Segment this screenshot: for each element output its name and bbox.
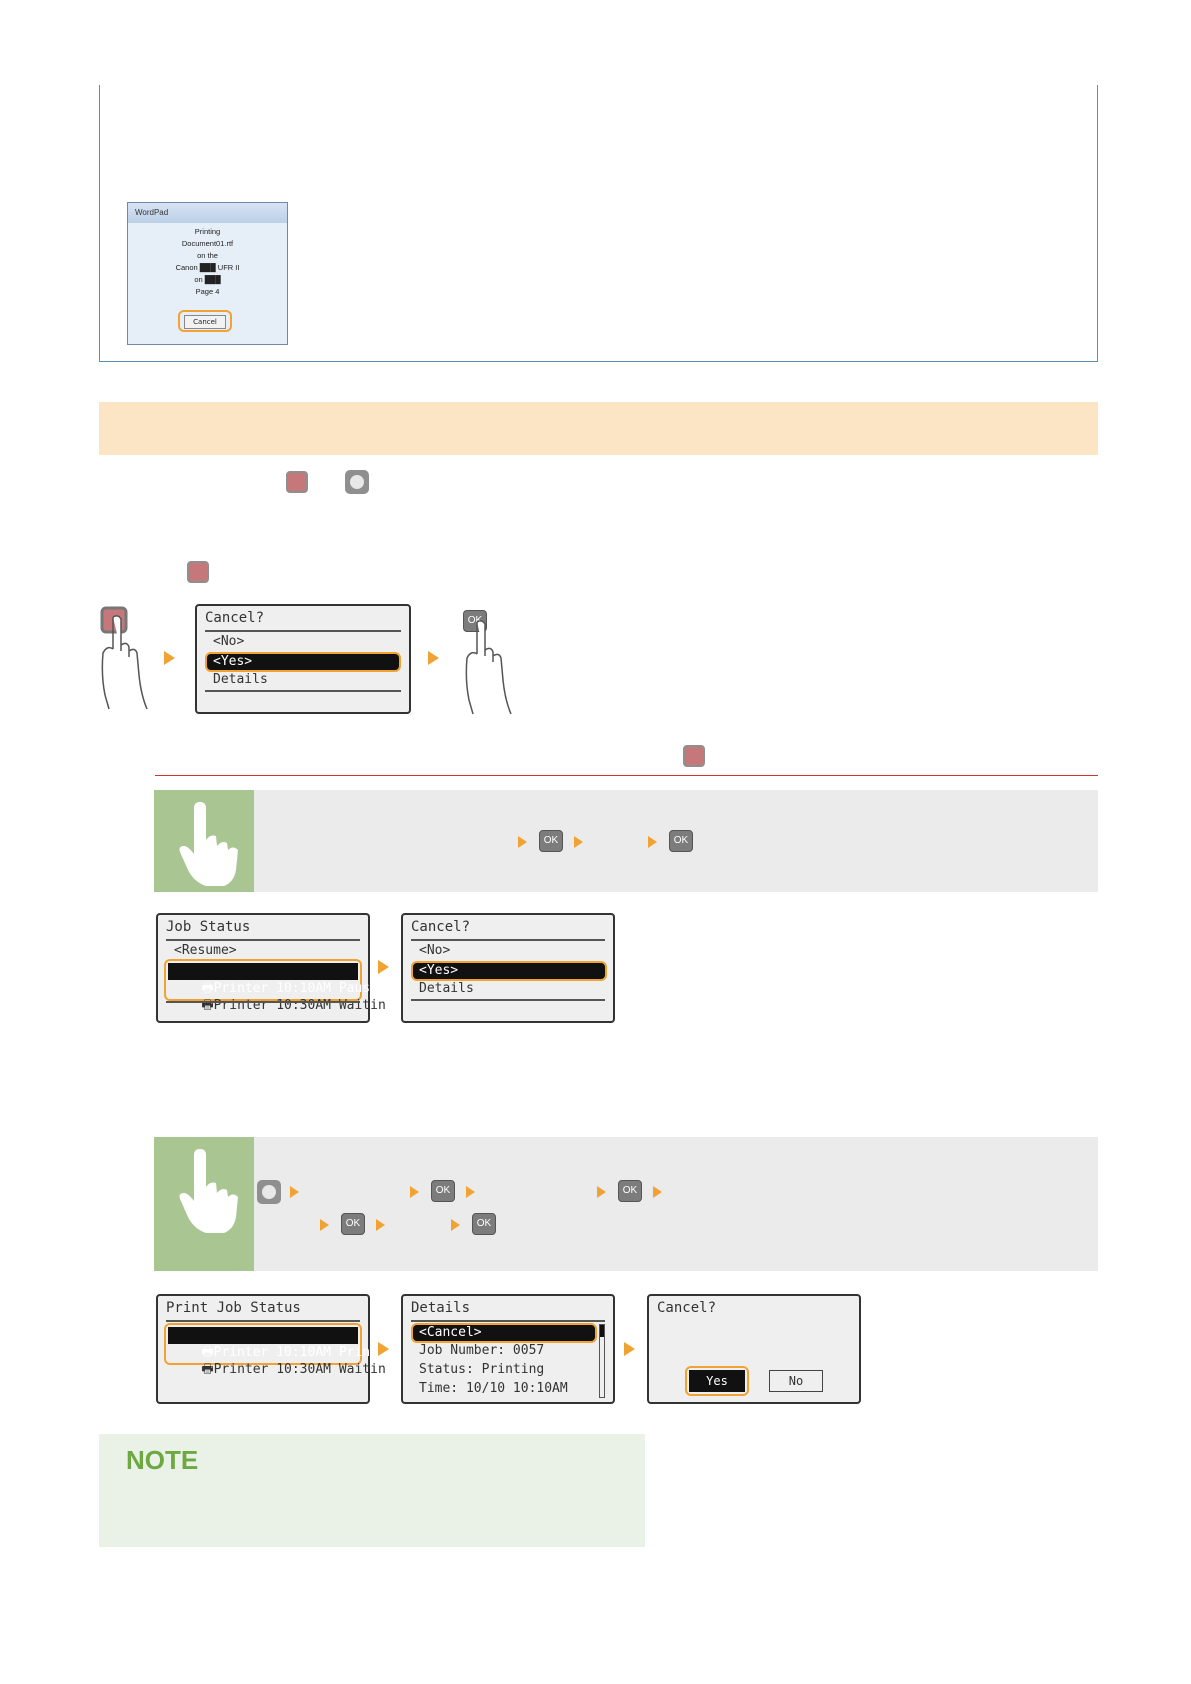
selection-highlight [164, 959, 362, 1001]
lcd-title: Job Status [166, 919, 251, 935]
lcd-option-yes-selected: <Yes> [205, 652, 401, 672]
step-arrow-icon [320, 1219, 329, 1231]
wordpad-dialog-body: Printing Document01.rtf on the Canon ███… [128, 223, 287, 298]
step-arrow-icon [466, 1186, 475, 1198]
step-arrow-icon [164, 651, 175, 665]
step-arrow-icon [378, 960, 389, 974]
joystick-key-icon [345, 470, 369, 494]
job-row-text: Printer 10:30AM Waitin [213, 1362, 386, 1377]
job-row: 🖶Printer 10:30AM Waitin [170, 981, 385, 1033]
details-row: Time: 10/10 10:10AM [419, 1381, 568, 1396]
wordpad-line: Printing [194, 227, 221, 236]
lcd-job-status-screen: Job Status <Resume> 🖶Printer 10:10AM Pau… [156, 913, 386, 1023]
ok-key-icon: OK [539, 830, 563, 852]
lcd-cancel-screen: Cancel? <No> <Yes> Details [401, 913, 615, 1023]
printer-icon: 🖶 [201, 981, 214, 996]
lcd-title: Details [411, 1300, 471, 1316]
top-info-box [99, 85, 1098, 362]
job-row-text: Printer 10:10AM Printi [213, 1345, 386, 1360]
ok-key-icon: OK [669, 830, 693, 852]
wordpad-line: on ███ [194, 275, 221, 284]
step-arrow-icon [653, 1186, 662, 1198]
lcd-divider [411, 1320, 605, 1322]
wordpad-line: Page 4 [195, 287, 220, 296]
lcd-scrollbar [599, 1324, 605, 1398]
hand-icon-box [154, 790, 254, 892]
step-arrow-icon [597, 1186, 606, 1198]
ok-key-icon: OK [618, 1180, 642, 1202]
lcd-divider [205, 630, 401, 632]
step-arrow-icon [378, 1342, 389, 1356]
confirm-yes-button: Yes [689, 1370, 745, 1392]
hand-icon-box [154, 1137, 254, 1271]
step-arrow-icon [648, 836, 657, 848]
lcd-cancel-screen: Cancel? <No> <Yes> Details [195, 604, 411, 714]
wordpad-title: WordPad [128, 203, 287, 223]
print-job-status-hint-panel [154, 1137, 1098, 1271]
job-row-selected: 🖶Printer 10:10AM Printi [168, 1327, 386, 1360]
section-heading-band [99, 402, 1098, 455]
details-row: Job Number: 0057 [419, 1343, 545, 1358]
selection-highlight [685, 1366, 749, 1396]
note-box [99, 1434, 645, 1547]
lcd-option-no: <No> [419, 943, 451, 958]
hand-press-ok-icon [465, 620, 512, 715]
lcd-title: Cancel? [411, 919, 471, 935]
lcd-confirm-screen: Cancel? Yes No [647, 1294, 861, 1404]
details-row: Status: Printing [419, 1362, 545, 1377]
lcd-resume: <Resume> [174, 943, 237, 958]
joystick-key-icon [257, 1180, 281, 1204]
hand-pointer-icon [179, 1149, 238, 1233]
wordpad-cancel-highlight: Cancel [178, 310, 232, 332]
printer-icon: 🖶 [201, 1362, 214, 1377]
hand-pointer-icon [179, 802, 238, 886]
step-arrow-icon [428, 651, 439, 665]
confirm-no-button: No [769, 1370, 823, 1392]
ok-key-icon: OK [472, 1213, 496, 1235]
job-row-text: Printer 10:10AM Paused [213, 981, 386, 996]
lcd-option-details: Details [213, 672, 268, 687]
step-arrow-icon [451, 1219, 460, 1231]
job-row: 🖶Printer 10:30AM Waitin [170, 1345, 386, 1397]
wordpad-line: on the [197, 251, 218, 260]
stop-key-icon [286, 471, 308, 493]
wordpad-cancel-button[interactable]: Cancel [184, 315, 226, 329]
red-divider [155, 775, 1098, 776]
lcd-details-screen: Details <Cancel> Job Number: 0057 Status… [401, 1294, 615, 1404]
lcd-title: Print Job Status [166, 1300, 301, 1316]
step-arrow-icon [290, 1186, 299, 1198]
lcd-scroll-thumb [600, 1325, 604, 1337]
lcd-divider [166, 1001, 360, 1003]
step-arrow-icon [574, 836, 583, 848]
wordpad-line: Document01.rtf [181, 239, 234, 248]
step-arrow-icon [376, 1219, 385, 1231]
job-row-selected: 🖶Printer 10:10AM Paused [168, 963, 386, 996]
step-arrow-icon [518, 836, 527, 848]
lcd-option-details: Details [419, 981, 474, 996]
wordpad-printing-dialog: WordPad Printing Document01.rtf on the C… [127, 202, 288, 345]
lcd-divider [166, 939, 360, 941]
printer-icon: 🖶 [201, 1345, 214, 1360]
lcd-option-yes-selected: <Yes> [411, 961, 607, 981]
lcd-divider [166, 1320, 360, 1322]
lcd-divider [411, 999, 605, 1001]
lcd-option-no: <No> [213, 634, 245, 649]
wordpad-line: Canon ███ UFR II [175, 263, 240, 272]
details-cancel-selected: <Cancel> [411, 1323, 597, 1343]
step-arrow-icon [410, 1186, 419, 1198]
lcd-print-job-status-screen: Print Job Status 🖶Printer 10:10AM Printi… [156, 1294, 386, 1404]
lcd-divider [205, 690, 401, 692]
stop-key-icon [683, 745, 705, 767]
note-title: NOTE [126, 1445, 199, 1475]
stop-key-icon [187, 561, 209, 583]
ok-key-icon: OK [431, 1180, 455, 1202]
lcd-title: Cancel? [657, 1300, 717, 1316]
lcd-title: Cancel? [205, 610, 265, 626]
step-arrow-icon [624, 1342, 635, 1356]
job-status-hint-panel [154, 790, 1098, 892]
selection-highlight [164, 1323, 362, 1365]
ok-key-icon: OK [341, 1213, 365, 1235]
lcd-divider [411, 939, 605, 941]
hand-press-stop-icon [100, 606, 148, 710]
